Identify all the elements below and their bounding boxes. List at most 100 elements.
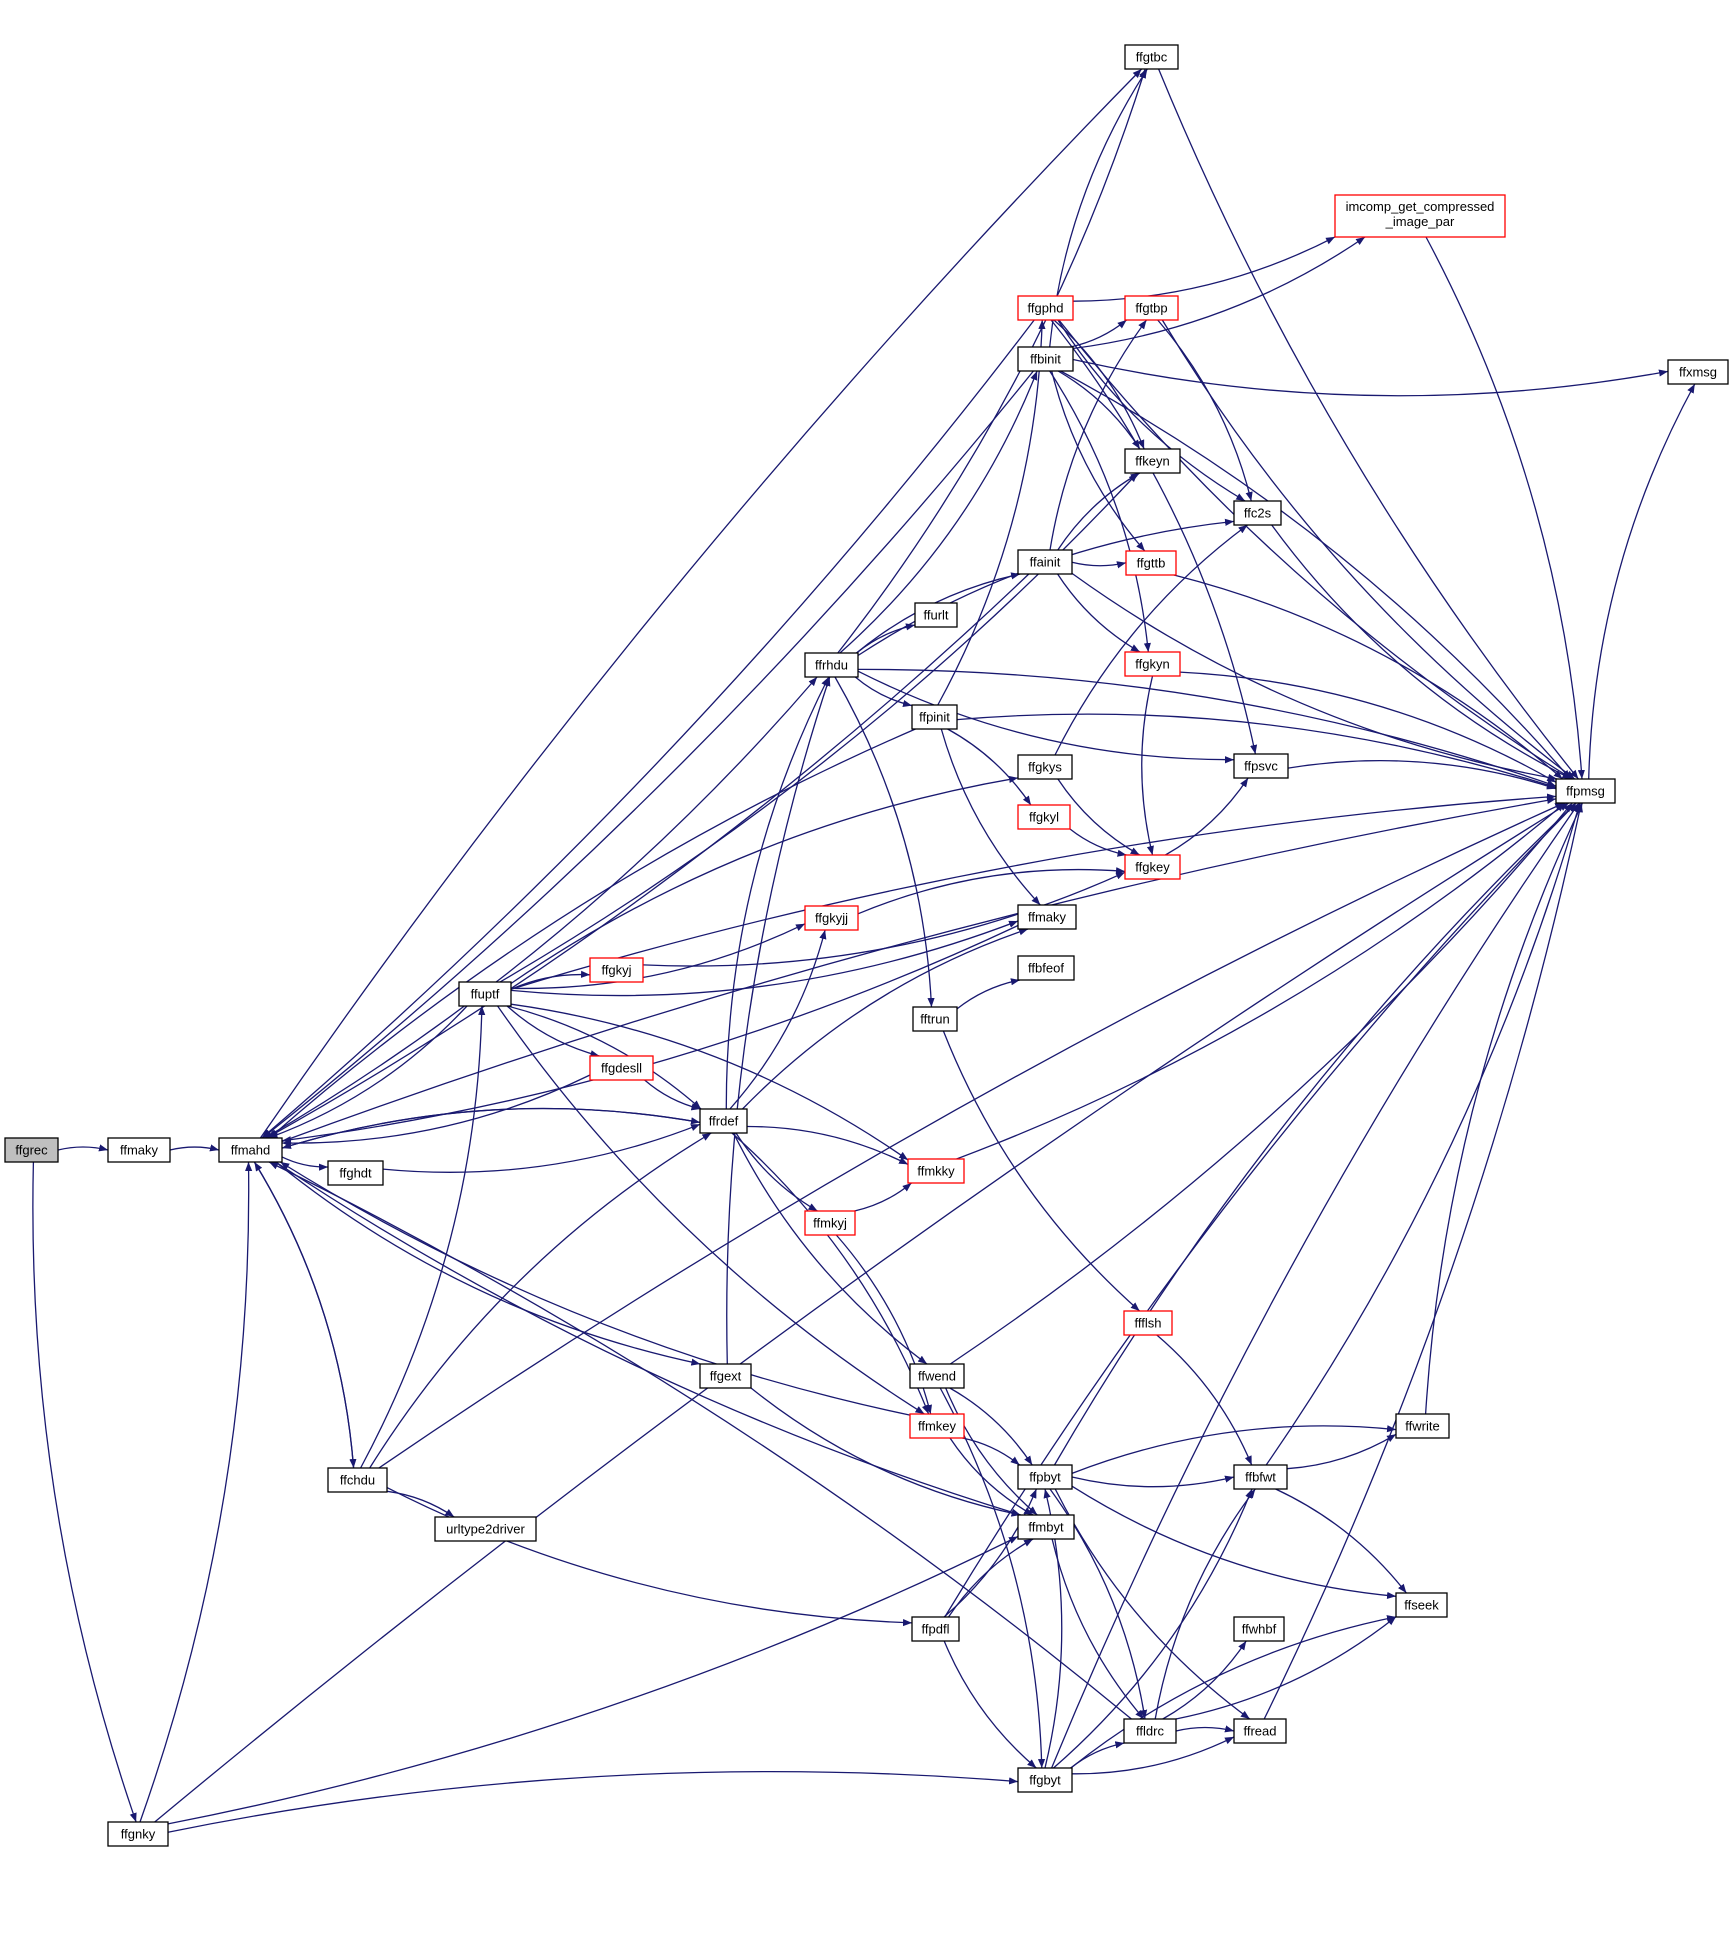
node-box-ffmaky1[interactable]: [107, 1137, 171, 1163]
node-ffgext[interactable]: ffgext: [699, 1363, 752, 1389]
node-ffread[interactable]: ffread: [1233, 1718, 1287, 1744]
node-box-ffpdfl[interactable]: [911, 1616, 960, 1642]
node-ffxmsg[interactable]: ffxmsg: [1667, 359, 1729, 385]
node-ffseek[interactable]: ffseek: [1395, 1592, 1448, 1618]
node-box-ffwrite[interactable]: [1395, 1413, 1450, 1439]
node-ffmkky[interactable]: ffmkky: [907, 1158, 965, 1184]
node-box-ffrhdu[interactable]: [804, 652, 859, 678]
node-ffgkys[interactable]: ffgkys: [1017, 754, 1073, 780]
node-ffbfwt[interactable]: ffbfwt: [1233, 1464, 1288, 1490]
node-ffpmsg[interactable]: ffpmsg: [1555, 778, 1616, 804]
node-box-ffbinit[interactable]: [1017, 346, 1074, 372]
node-box-ffwhbf[interactable]: [1233, 1616, 1285, 1642]
node-ffgkyjj[interactable]: ffgkyjj: [804, 905, 859, 931]
node-box-ffgbyt[interactable]: [1017, 1767, 1073, 1793]
node-box-fftrun[interactable]: [912, 1006, 958, 1032]
node-box-ffgkyjj[interactable]: [804, 905, 859, 931]
node-ffgtbp[interactable]: ffgtbp: [1124, 295, 1179, 321]
node-box-ffmkky[interactable]: [907, 1158, 965, 1184]
node-box-ffxmsg[interactable]: [1667, 359, 1729, 385]
node-box-ffbfwt[interactable]: [1233, 1464, 1288, 1490]
node-ffgkyn[interactable]: ffgkyn: [1124, 651, 1181, 677]
node-box-ffgkyn[interactable]: [1124, 651, 1181, 677]
node-box-ffmaky2[interactable]: [1017, 904, 1077, 930]
node-urltype2driver[interactable]: urltype2driver: [434, 1516, 537, 1542]
node-box-ffuptf[interactable]: [458, 981, 512, 1007]
node-ffgphd[interactable]: ffgphd: [1017, 295, 1074, 321]
node-box-ffmahd[interactable]: [218, 1137, 283, 1163]
node-ffrhdu[interactable]: ffrhdu: [804, 652, 859, 678]
node-box-ffldrc[interactable]: [1123, 1718, 1177, 1744]
node-ffpinit[interactable]: ffpinit: [911, 704, 958, 730]
node-ffgkyj[interactable]: ffgkyj: [589, 957, 644, 983]
node-box-ffmkey[interactable]: [909, 1413, 965, 1439]
node-ffpsvc[interactable]: ffpsvc: [1233, 753, 1289, 779]
node-ffgkyl[interactable]: ffgkyl: [1017, 804, 1071, 830]
node-box-ffgphd[interactable]: [1017, 295, 1074, 321]
node-box-ffpsvc[interactable]: [1233, 753, 1289, 779]
node-box-ffgtbp[interactable]: [1124, 295, 1179, 321]
node-ffldrc[interactable]: ffldrc: [1123, 1718, 1177, 1744]
node-box-ffpinit[interactable]: [911, 704, 958, 730]
node-ffrdef[interactable]: ffrdef: [699, 1108, 748, 1134]
node-ffwhbf[interactable]: ffwhbf: [1233, 1616, 1285, 1642]
node-ffmahd[interactable]: ffmahd: [218, 1137, 283, 1163]
node-ffkeyn[interactable]: ffkeyn: [1124, 448, 1181, 474]
node-ffuptf[interactable]: ffuptf: [458, 981, 512, 1007]
node-ffgbyt[interactable]: ffgbyt: [1017, 1767, 1073, 1793]
node-box-ffpmsg[interactable]: [1555, 778, 1616, 804]
node-box-ffpbyt[interactable]: [1017, 1464, 1073, 1490]
node-box-ffmbyt[interactable]: [1017, 1514, 1075, 1540]
node-ffgkey[interactable]: ffgkey: [1124, 854, 1181, 880]
node-box-ffgkys[interactable]: [1017, 754, 1073, 780]
node-ffpbyt[interactable]: ffpbyt: [1017, 1464, 1073, 1490]
node-box-ffbfeof[interactable]: [1017, 955, 1075, 981]
node-box-ffkeyn[interactable]: [1124, 448, 1181, 474]
node-box-ffgext[interactable]: [699, 1363, 752, 1389]
node-box-ffc2s[interactable]: [1233, 500, 1282, 526]
node-ffwend[interactable]: ffwend: [909, 1363, 965, 1389]
node-box-ffgkyj[interactable]: [589, 957, 644, 983]
node-box-ffainit[interactable]: [1017, 549, 1073, 575]
node-ffbfeof[interactable]: ffbfeof: [1017, 955, 1075, 981]
node-ffmaky2[interactable]: ffmaky: [1017, 904, 1077, 930]
node-ffgrec[interactable]: ffgrec: [4, 1137, 59, 1163]
node-box-ffread[interactable]: [1233, 1718, 1287, 1744]
node-ffmbyt[interactable]: ffmbyt: [1017, 1514, 1075, 1540]
node-box-urltype2driver[interactable]: [434, 1516, 537, 1542]
node-box-ffgttb[interactable]: [1125, 550, 1177, 576]
node-fftrun[interactable]: fftrun: [912, 1006, 958, 1032]
node-ffflsh[interactable]: ffflsh: [1123, 1310, 1173, 1336]
node-ffgtbc[interactable]: ffgtbc: [1124, 44, 1179, 70]
node-ffmkyj[interactable]: ffmkyj: [804, 1210, 856, 1236]
node-ffghdt[interactable]: ffghdt: [327, 1160, 384, 1186]
node-ffchdu[interactable]: ffchdu: [327, 1467, 388, 1493]
node-box-ffwend[interactable]: [909, 1363, 965, 1389]
node-box-ffgnky[interactable]: [107, 1821, 169, 1847]
node-box-ffgkey[interactable]: [1124, 854, 1181, 880]
node-ffgnky[interactable]: ffgnky: [107, 1821, 169, 1847]
node-box-ffmkyj[interactable]: [804, 1210, 856, 1236]
node-ffmkey[interactable]: ffmkey: [909, 1413, 965, 1439]
node-box-ffghdt[interactable]: [327, 1160, 384, 1186]
node-box-ffflsh[interactable]: [1123, 1310, 1173, 1336]
node-ffwrite[interactable]: ffwrite: [1395, 1413, 1450, 1439]
node-imcomp[interactable]: imcomp_get_compressed_image_par: [1334, 194, 1506, 238]
node-ffc2s[interactable]: ffc2s: [1233, 500, 1282, 526]
node-box-ffseek[interactable]: [1395, 1592, 1448, 1618]
node-box-ffgdesll[interactable]: [589, 1055, 654, 1081]
node-box-ffrdef[interactable]: [699, 1108, 748, 1134]
node-ffpdfl[interactable]: ffpdfl: [911, 1616, 960, 1642]
node-box-ffurlt[interactable]: [914, 602, 958, 628]
node-ffurlt[interactable]: ffurlt: [914, 602, 958, 628]
node-ffgttb[interactable]: ffgttb: [1125, 550, 1177, 576]
node-ffainit[interactable]: ffainit: [1017, 549, 1073, 575]
node-box-ffgtbc[interactable]: [1124, 44, 1179, 70]
node-ffmaky1[interactable]: ffmaky: [107, 1137, 171, 1163]
node-box-imcomp[interactable]: [1334, 194, 1506, 238]
node-ffgdesll[interactable]: ffgdesll: [589, 1055, 654, 1081]
node-box-ffgkyl[interactable]: [1017, 804, 1071, 830]
node-box-ffgrec[interactable]: [4, 1137, 59, 1163]
node-box-ffchdu[interactable]: [327, 1467, 388, 1493]
node-ffbinit[interactable]: ffbinit: [1017, 346, 1074, 372]
